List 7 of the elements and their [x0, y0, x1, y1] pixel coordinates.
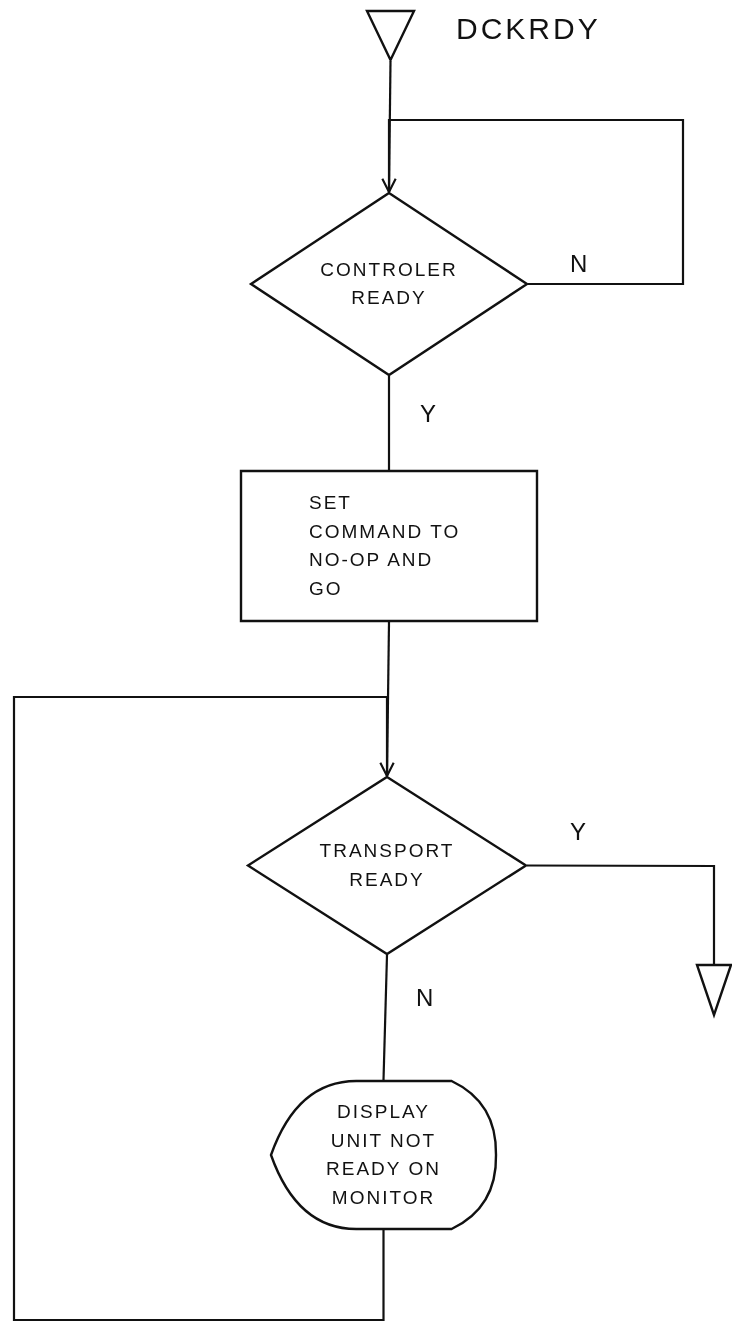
node-text: SET COMMAND TO NO-OP AND GO: [309, 491, 462, 601]
node-text: CONTROLER READY: [319, 257, 459, 310]
flow-arrow: [12, 695, 395, 1322]
flow-arrow: [381, 118, 685, 286]
node-text: DISPLAY UNIT NOT READY ON MONITOR: [325, 1100, 442, 1210]
entry-name: DCKRDY: [456, 12, 601, 46]
node-text: TRANSPORT READY: [318, 839, 456, 892]
